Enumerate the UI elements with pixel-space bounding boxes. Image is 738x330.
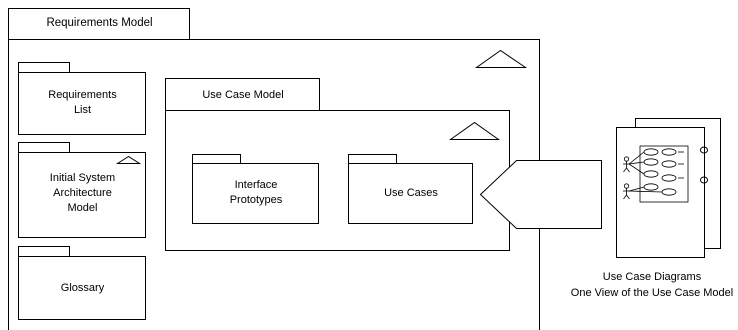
- requirements-list-label: Requirements List: [48, 89, 117, 116]
- architecture-collapse-triangle[interactable]: [115, 155, 142, 164]
- use-case-model-title: Use Case Model: [202, 89, 284, 101]
- glossary-label: Glossary: [60, 282, 105, 294]
- interface-prototypes-package[interactable]: [192, 154, 319, 224]
- view-arrow: [479, 160, 602, 229]
- use-case-diagrams-subcaption: One View of the Use Case Model: [570, 287, 734, 299]
- initial-system-architecture-label: Initial System Architecture Model: [49, 172, 116, 214]
- interface-prototypes-label: Interface Prototypes: [229, 179, 283, 206]
- requirements-model-collapse-triangle[interactable]: [474, 49, 528, 68]
- use-cases-label: Use Cases: [384, 187, 438, 199]
- use-case-diagrams-caption: Use Case Diagrams: [602, 271, 702, 283]
- requirements-list-package[interactable]: [18, 62, 146, 135]
- requirements-model-title: Requirements Model: [46, 17, 153, 29]
- use-case-diagram-stack: [616, 118, 721, 258]
- use-case-model-collapse-triangle[interactable]: [448, 121, 501, 140]
- glossary-package[interactable]: [18, 246, 146, 320]
- use-cases-package[interactable]: [348, 154, 473, 224]
- use-case-model-tab: [165, 78, 320, 111]
- requirements-model-tab: [8, 8, 190, 40]
- mini-use-case-diagram: [623, 145, 689, 203]
- initial-system-architecture-package[interactable]: [18, 142, 146, 238]
